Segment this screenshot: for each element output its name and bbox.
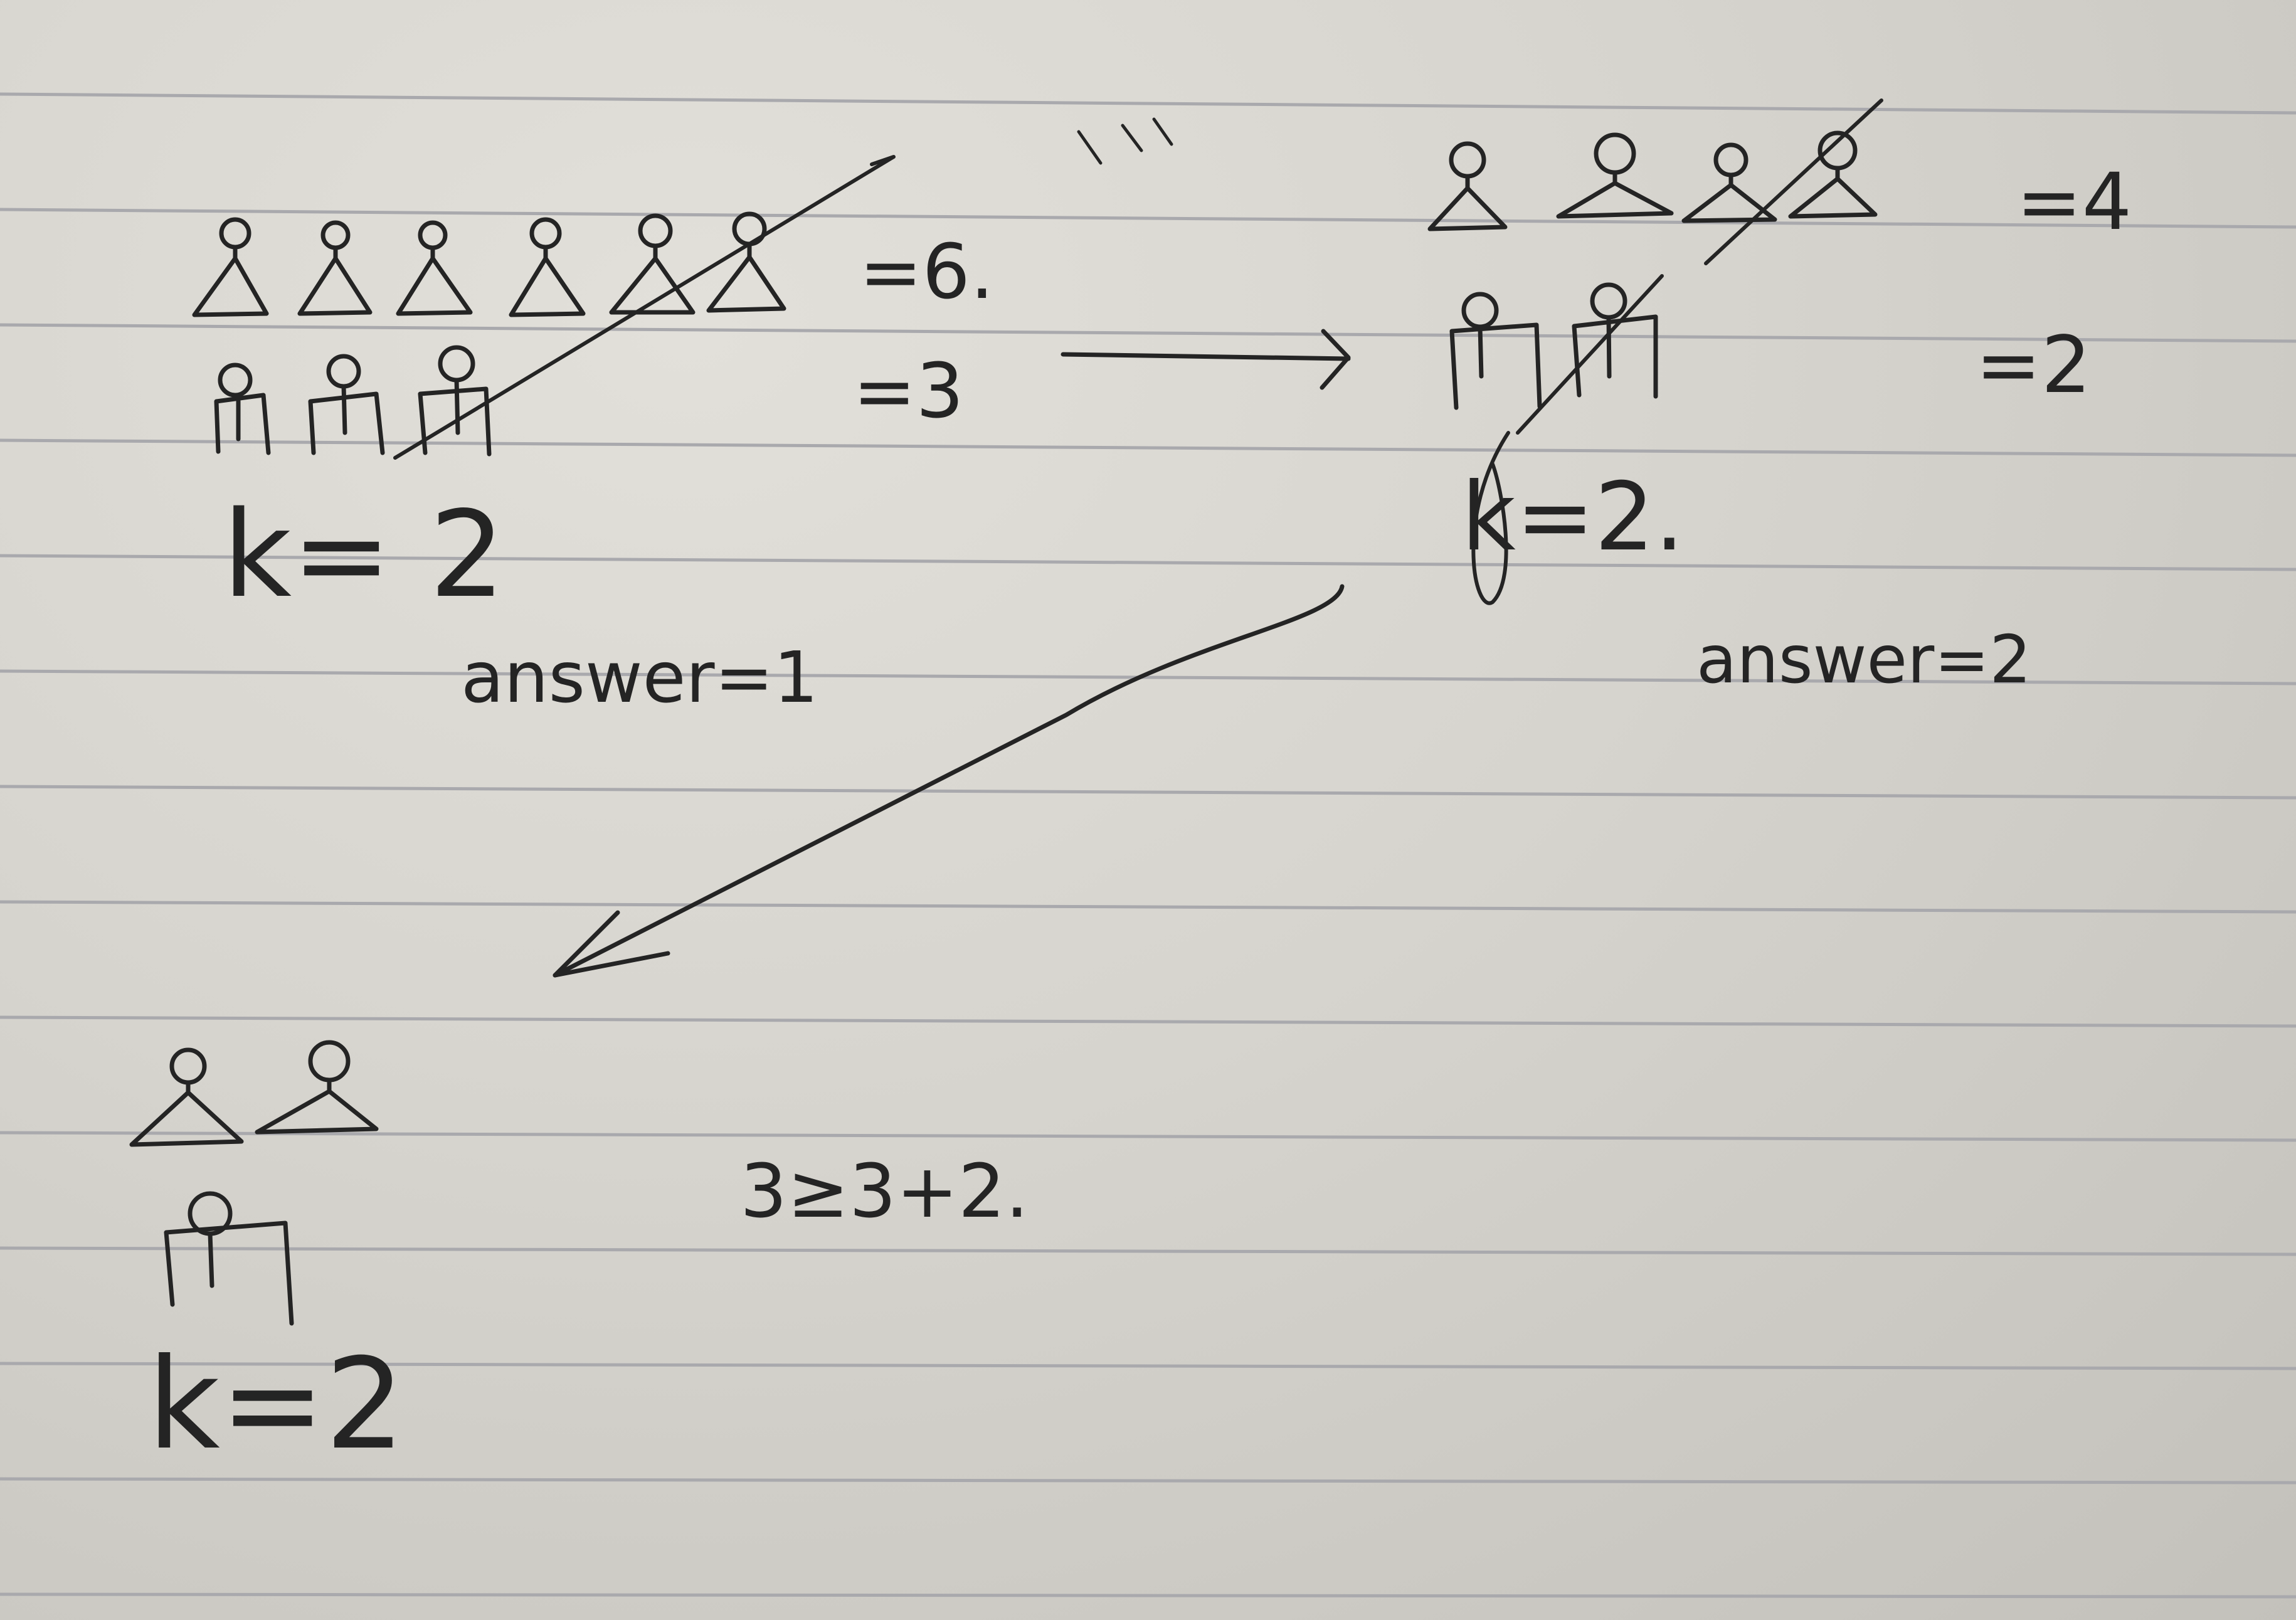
ruled-line bbox=[0, 900, 2296, 914]
triangle-person-icon bbox=[609, 213, 696, 315]
stool-person-icon bbox=[308, 354, 385, 455]
right-count-b: =2 bbox=[1976, 320, 2092, 411]
triangle-person-icon bbox=[1788, 130, 1878, 219]
ruled-line bbox=[0, 323, 2296, 343]
ruled-line bbox=[0, 208, 2296, 229]
left-answer: answer=1 bbox=[461, 637, 818, 719]
triangle-person-icon bbox=[1427, 141, 1508, 231]
left-count-a: =6. bbox=[859, 229, 995, 316]
ruled-line bbox=[0, 1362, 2296, 1370]
triangle-person-icon bbox=[509, 217, 586, 317]
stool-person-icon bbox=[1449, 292, 1542, 410]
ruled-line bbox=[0, 1246, 2296, 1256]
right-k-label: k=2. bbox=[1461, 463, 1685, 572]
stool-person-icon bbox=[214, 363, 271, 455]
ruled-line bbox=[0, 1015, 2296, 1028]
ruled-line bbox=[0, 1131, 2296, 1142]
right-count-a: =4 bbox=[2016, 157, 2132, 248]
triangle-person-icon bbox=[129, 1047, 244, 1147]
stool-person-icon bbox=[1572, 282, 1658, 399]
ruled-line bbox=[0, 92, 2296, 115]
triangle-person-icon bbox=[192, 217, 269, 317]
bottom-k-label: k=2 bbox=[147, 1331, 405, 1478]
stool-person-icon bbox=[418, 345, 492, 457]
arrow-down-left-icon bbox=[553, 584, 1345, 978]
arrow-right-icon bbox=[1061, 329, 1351, 390]
ruled-line bbox=[0, 1477, 2296, 1485]
left-k-label: k= 2 bbox=[223, 485, 505, 624]
right-answer: answer=2 bbox=[1696, 622, 2032, 698]
triangle-person-icon bbox=[255, 1040, 379, 1135]
triangle-person-icon bbox=[1681, 142, 1777, 223]
bottom-inequality: 3≥3+2. bbox=[740, 1148, 1029, 1234]
triangle-person-icon bbox=[706, 211, 786, 313]
stool-person-icon bbox=[164, 1191, 294, 1326]
ruled-line bbox=[0, 554, 2296, 571]
ruled-line bbox=[0, 785, 2296, 800]
ruled-line bbox=[0, 1592, 2296, 1599]
ruled-line bbox=[0, 669, 2296, 686]
triangle-person-icon bbox=[396, 220, 473, 316]
left-count-b: =3 bbox=[853, 348, 964, 435]
triangle-person-icon bbox=[297, 220, 373, 316]
triangle-person-icon bbox=[1556, 132, 1674, 219]
